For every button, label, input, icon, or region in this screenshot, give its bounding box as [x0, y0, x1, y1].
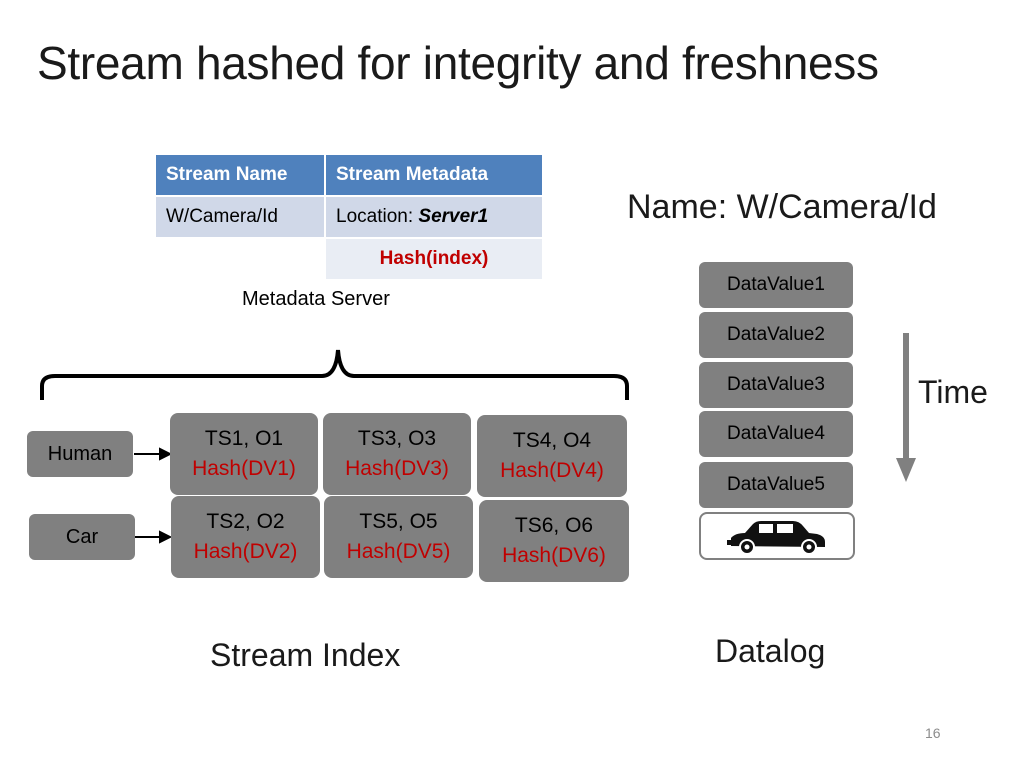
location-value: Server1: [418, 206, 489, 227]
stream-name-label: Name: W/Camera/Id: [627, 188, 937, 226]
cell-hash-index: Hash(index): [324, 237, 544, 281]
datalog-item: DataValue2: [699, 312, 853, 358]
header-stream-name: Stream Name: [154, 153, 326, 197]
datalog-item: DataValue3: [699, 362, 853, 408]
datalog-item: DataValue1: [699, 262, 853, 308]
source-human-label: Human: [47, 442, 113, 465]
index-hash: Hash(DV3): [345, 457, 449, 480]
metadata-table: Stream Name Stream Metadata W/Camera/Id …: [154, 153, 544, 281]
index-cell: TS1, O1 Hash(DV1): [170, 413, 318, 495]
index-cell: TS4, O4 Hash(DV4): [477, 415, 627, 497]
location-label: Location:: [336, 206, 419, 227]
source-car-label: Car: [65, 525, 99, 548]
header-stream-metadata: Stream Metadata: [324, 153, 544, 197]
stream-index-label: Stream Index: [210, 637, 401, 673]
index-cell: TS6, O6 Hash(DV6): [479, 500, 629, 582]
index-ts: TS5, O5: [359, 510, 438, 533]
index-ts: TS1, O1: [204, 427, 284, 450]
time-arrow: [896, 333, 916, 482]
index-cell: TS3, O3 Hash(DV3): [323, 413, 471, 495]
page-title: Stream hashed for integrity and freshnes…: [37, 37, 879, 89]
metadata-server-label: Metadata Server: [242, 288, 390, 310]
index-ts: TS6, O6: [514, 514, 594, 537]
cell-location: Location: Server1: [324, 195, 544, 239]
car-icon: [727, 521, 825, 555]
datalog-car-image: [699, 512, 855, 560]
datalog-item: DataValue4: [699, 411, 853, 457]
index-hash: Hash(DV2): [193, 540, 298, 563]
datalog-label: Datalog: [715, 633, 826, 669]
datalog-item-label: DataValue5: [727, 474, 825, 495]
cell-empty: [154, 237, 326, 281]
cell-stream-name: W/Camera/Id: [154, 195, 326, 239]
source-car: Car: [29, 514, 135, 560]
curly-brace: [40, 349, 629, 400]
index-ts: TS3, O3: [357, 427, 437, 450]
index-cell: TS5, O5 Hash(DV5): [324, 496, 473, 578]
index-hash: Hash(DV4): [500, 459, 604, 482]
datalog-item-label: DataValue3: [727, 374, 825, 395]
datalog-item-label: DataValue1: [727, 274, 825, 295]
index-ts: TS4, O4: [512, 429, 592, 452]
datalog-item-label: DataValue4: [727, 423, 825, 444]
index-hash: Hash(DV1): [192, 457, 296, 480]
page-number: 16: [925, 725, 941, 741]
index-ts: TS2, O2: [206, 510, 285, 533]
index-cell: TS2, O2 Hash(DV2): [171, 496, 320, 578]
time-label: Time: [918, 374, 988, 410]
datalog-item-label: DataValue2: [727, 324, 825, 345]
arrow-car: [134, 530, 173, 544]
index-hash: Hash(DV6): [502, 544, 606, 567]
index-hash: Hash(DV5): [346, 540, 451, 563]
datalog-item: DataValue5: [699, 462, 853, 508]
source-human: Human: [27, 431, 133, 477]
arrow-human: [134, 447, 173, 461]
